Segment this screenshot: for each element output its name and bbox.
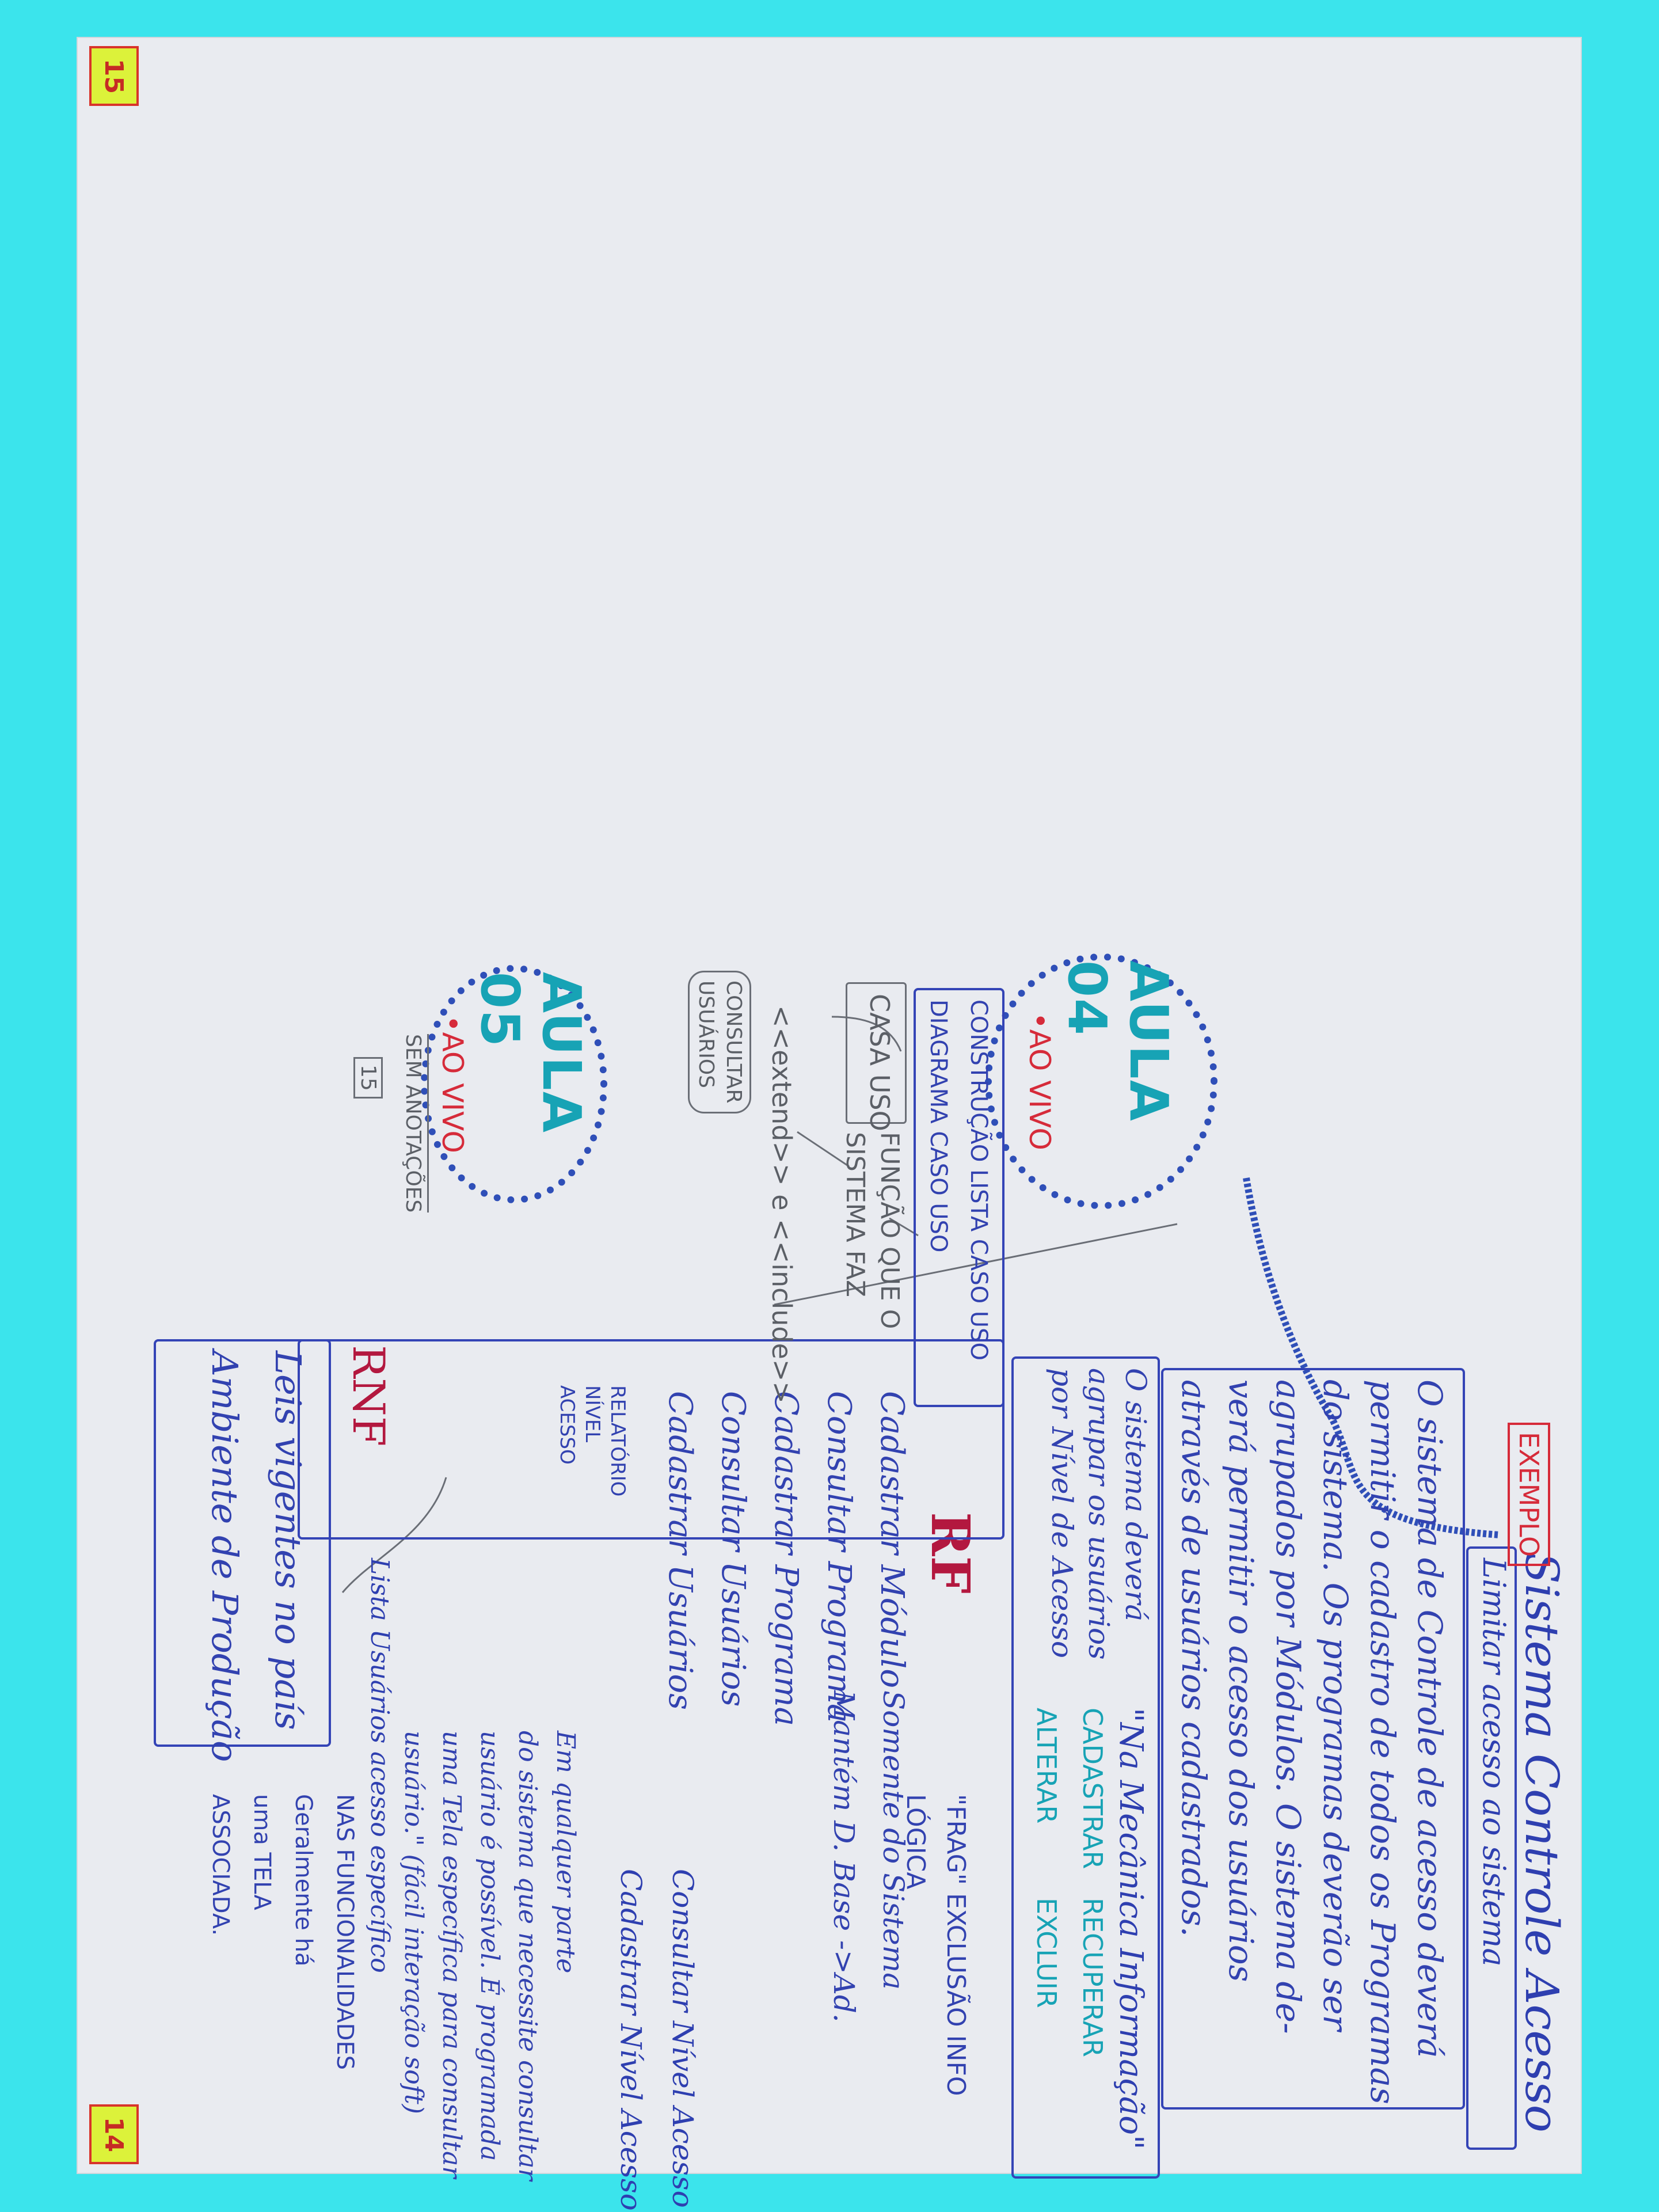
aula05-title: AULA 05: [469, 972, 592, 1134]
rf-report-text: Em qualquer parte do sistema que necessi…: [394, 1731, 584, 2180]
crud-create: CADASTRAR: [1077, 1708, 1108, 1869]
note-line: NAS FUNCIONALIDADES: [332, 1794, 358, 2070]
aula04-funcao: FUNÇÃO QUE O SISTEMA FAZ: [838, 1132, 907, 1329]
rnf-item: Ambiente de Produção: [204, 1351, 246, 1762]
rnf-item: Leis vigentes no país: [267, 1351, 309, 1730]
crud-update: ALTERAR: [1031, 1708, 1062, 1824]
report-line: NÍVEL: [581, 1385, 604, 1443]
report-line: RELATÓRIO: [606, 1385, 629, 1497]
rnf-list-users: Lista Usuários acesso específico: [365, 1558, 394, 1973]
info-quote: "Na Mecânica Informação": [1112, 1708, 1150, 2150]
crud-delete: EXCLUIR: [1031, 1898, 1062, 2008]
rf-item: Cadastrar Programa: [767, 1391, 805, 1727]
rnf-note: NAS FUNCIONALIDADES Geralmente há uma TE…: [200, 1794, 366, 2070]
aula04-title: AULA 04: [1056, 960, 1179, 1122]
aula05-note: SEM ANOTAÇÕES: [401, 1034, 429, 1213]
description-line: agrupados por Módulos. O sistema de-: [1269, 1379, 1308, 2034]
description: O sistema de Controle de acesso deverá p…: [1170, 1379, 1453, 2104]
casouso-label: CASA USO: [864, 994, 895, 1131]
funcao-line: SISTEMA FAZ: [840, 1132, 870, 1298]
crud-read: RECUPERAR: [1077, 1898, 1108, 2058]
rf-item: Cadastrar Módulo: [873, 1391, 911, 1689]
report-text-line: do sistema que necessite consultar: [513, 1731, 542, 2181]
description-line: O sistema de Controle de acesso deverá: [1410, 1379, 1449, 2058]
aula05-box: 15: [353, 1057, 383, 1099]
rf-item: Cadastrar Usuários: [661, 1391, 699, 1710]
mind-map: Sistema Controle Acesso Limitar acesso a…: [106, 38, 1580, 2211]
page-title: Sistema Controle Acesso: [1515, 1552, 1569, 2133]
report-text-line: usuário." (fácil interação soft): [399, 1731, 428, 2114]
description-line: permitir o cadastro de todos os Programa…: [1363, 1379, 1402, 2104]
rf-side-line: Mantém D. Base ->Ad.: [827, 1690, 861, 2023]
funcao-line: FUNÇÃO QUE O: [875, 1132, 904, 1329]
aula04-item: DIAGRAMA CASO USO: [925, 999, 952, 1253]
frag-line: LÓGICA: [901, 1794, 930, 1890]
page-number-badge-bottom: 14: [89, 2104, 139, 2164]
aula05-bubble: AULA 05 •AO VIVO: [421, 965, 607, 1203]
note-line: uma TELA: [249, 1794, 275, 1910]
notebook-page: [77, 37, 1582, 2174]
note-line: ASSOCIADA.: [207, 1794, 234, 1936]
note-line: Geralmente há: [290, 1794, 317, 1967]
rf-item: Consultar Programa: [820, 1391, 858, 1723]
consultar-line: CONSULTAR: [722, 980, 745, 1104]
rnf-items: Leis vigentes no país Ambiente de Produç…: [193, 1351, 319, 1762]
aula05-subtitle: •AO VIVO: [436, 1015, 469, 1153]
description-line: através de usuários cadastrados.: [1174, 1379, 1213, 1937]
subtitle: Limitar acesso ao sistema: [1476, 1558, 1512, 1967]
aula04-subtitle: •AO VIVO: [1023, 1012, 1056, 1150]
report-text-line: Em qualquer parte: [551, 1731, 580, 1974]
info-line: agrupar os usuários: [1082, 1368, 1116, 1660]
rnf-label: RNF: [343, 1345, 394, 1447]
report-text-line: uma Tela específica para consultar: [437, 1731, 466, 2179]
rf-items: Cadastrar Módulo Consultar Programa Cada…: [653, 1391, 918, 1726]
register-level: Cadastrar Nível Acesso: [614, 1869, 648, 2211]
aula04-consultar: CONSULTAR USUÁRIOS: [688, 971, 751, 1113]
info-line: O sistema deverá: [1119, 1368, 1152, 1622]
consult-level: Consultar Nível Acesso: [666, 1869, 699, 2208]
example-label: EXEMPLO: [1508, 1423, 1550, 1567]
rf-report: RELATÓRIO NÍVEL ACESSO: [554, 1385, 630, 1496]
aula04-items: CONSTRUÇÃO LISTA CASO USO DIAGRAMA CASO …: [918, 999, 999, 1360]
info-left: O sistema deverá agrupar os usuários por…: [1044, 1368, 1154, 1660]
description-line: verá permitir o acesso dos usuários: [1222, 1379, 1261, 1982]
info-line: por Nível de Acesso: [1045, 1368, 1079, 1658]
report-text-line: usuário é possível. É programada: [475, 1731, 504, 2161]
report-line: ACESSO: [555, 1385, 579, 1465]
consultar-line: USUÁRIOS: [694, 980, 718, 1088]
aula04-item: CONSTRUÇÃO LISTA CASO USO: [965, 999, 992, 1360]
aula04-bubble: AULA 04 •AO VIVO: [985, 953, 1217, 1209]
rf-item: Consultar Usuários: [714, 1391, 752, 1707]
aula04-extend: <<extend>> e <<include>>: [766, 1005, 797, 1404]
connector-lines: [341, 1016, 1500, 1593]
rf-frag: "FRAG" EXCLUSÃO INFO LÓGICA: [895, 1794, 976, 2096]
frag-line: "FRAG" EXCLUSÃO INFO: [941, 1794, 971, 2096]
description-line: do sistema. Os programas deverão ser: [1316, 1379, 1355, 2031]
page-number-badge-top: 15: [89, 46, 139, 106]
